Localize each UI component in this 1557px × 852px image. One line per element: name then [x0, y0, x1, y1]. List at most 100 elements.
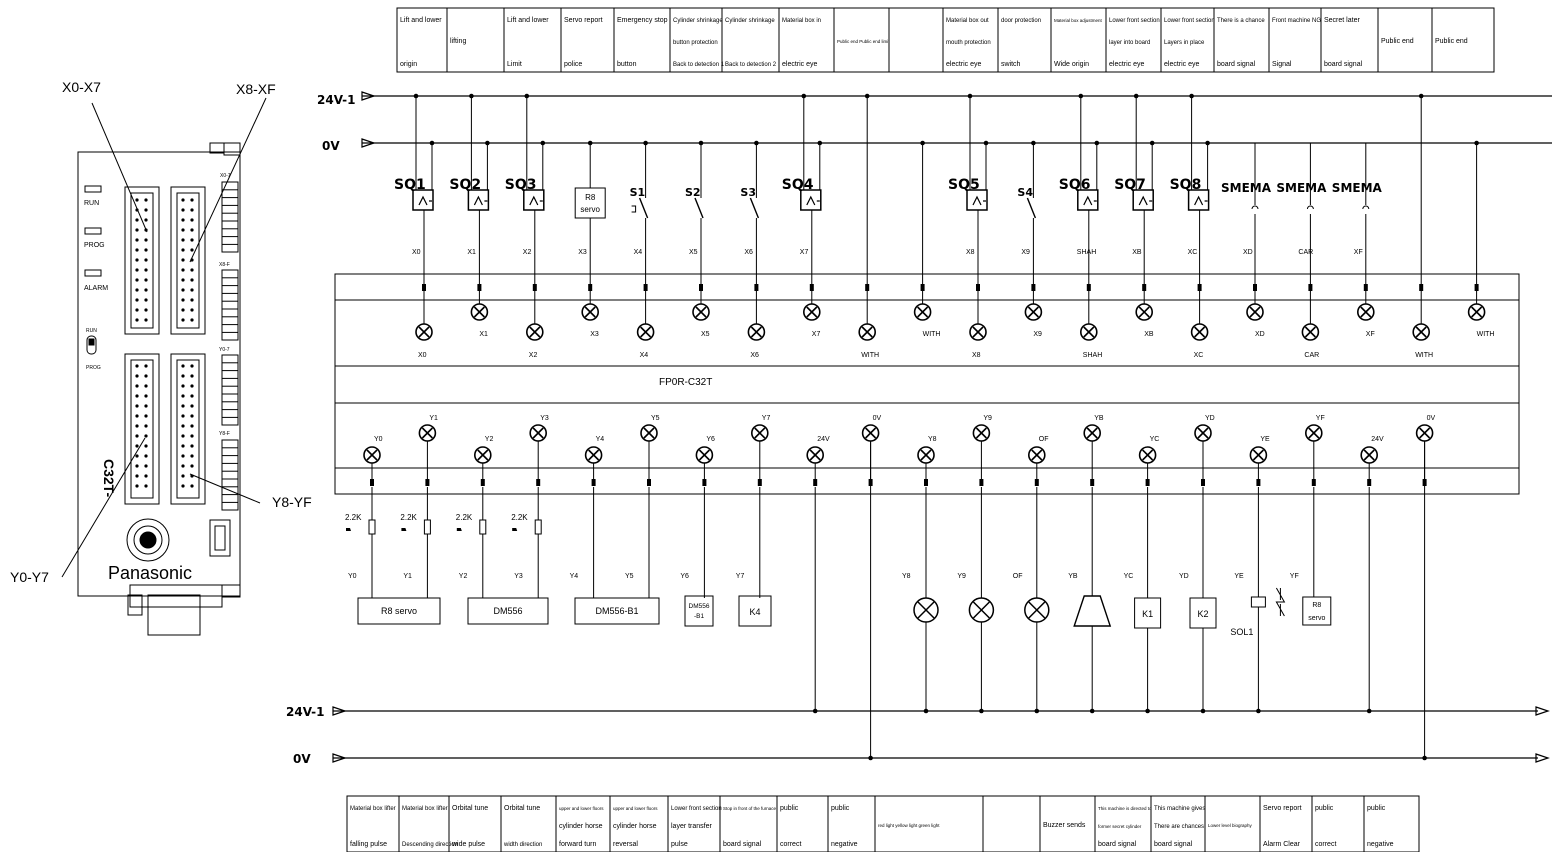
switch-label-prog: PROG [86, 365, 101, 371]
connector-pin [181, 258, 185, 262]
connector-pin [181, 298, 185, 302]
connector-pin [190, 444, 194, 448]
resistor-symbol [423, 519, 431, 535]
ground-glyph [512, 528, 518, 531]
connector-pin [181, 464, 185, 468]
lamp-cross [1028, 601, 1046, 619]
terminal-cross [1360, 306, 1372, 318]
input-signal-label: XD [1243, 249, 1253, 256]
output-signal-label: OF [1013, 573, 1023, 580]
table-cell-text: electric eye [1109, 61, 1145, 68]
table-cell-text: board signal [1154, 841, 1193, 848]
output-signal-label: Y7 [736, 573, 745, 580]
input-terminal-label: X7 [812, 331, 821, 338]
output-terminal-label: YB [1094, 415, 1104, 422]
table-cell-text: There is a chance [1217, 18, 1265, 24]
output-terminal-label: Y8 [928, 436, 937, 443]
input-signal-label: X5 [689, 249, 698, 256]
terminal-cross [698, 449, 710, 461]
terminal-cross [1197, 427, 1209, 439]
proximity-sensor-symbol [800, 189, 822, 211]
ground-glyph [346, 528, 351, 531]
connector-pin [144, 384, 148, 388]
table-cell-text: negative [1367, 841, 1394, 848]
input-signal-label: X9 [1021, 249, 1030, 256]
output-terminal-label: 24V [1371, 436, 1384, 443]
table-cell-text: Limit [507, 61, 522, 68]
connector-pin [181, 394, 185, 398]
connector-pin [144, 278, 148, 282]
plc-model-label: FP0R-C32T [659, 377, 712, 388]
connector-pin [181, 288, 185, 292]
input-signal-label: CAR [1298, 249, 1313, 256]
input-signal-label: X1 [467, 249, 476, 256]
connector-pin [190, 298, 194, 302]
smema-tag: SMEMA [1221, 181, 1272, 195]
terminal-circle [525, 323, 544, 341]
terminal-cross [1138, 306, 1150, 318]
connector-pin [190, 308, 194, 312]
dm556-box [467, 597, 549, 625]
terminal-cross [477, 449, 489, 461]
input-signal-label: X3 [578, 249, 587, 256]
output-terminal-label: Y7 [762, 415, 771, 422]
proximity-sensor-symbol [1077, 189, 1099, 211]
output-terminal-label: Y9 [983, 415, 992, 422]
terminal-circle [692, 303, 710, 321]
table-cell-text: Material box in [782, 18, 821, 24]
switch-tag: S2 [685, 186, 701, 199]
junction-dot [1034, 708, 1040, 714]
table-cell-text: cylinder horse [613, 823, 657, 830]
connector-pin [190, 434, 194, 438]
table-cell-text: Material box out [946, 18, 989, 24]
table-cell-text: upper and lower floors [559, 806, 604, 811]
connector-pin [144, 238, 148, 242]
switch-tag: S3 [740, 186, 756, 199]
plc-module-drawing [77, 142, 241, 636]
connector-pin [144, 404, 148, 408]
junction-dot [1145, 708, 1150, 714]
connector-pin [144, 414, 148, 418]
connector-pin [190, 364, 194, 368]
input-terminal-label: X6 [750, 352, 759, 359]
input-terminal-label: X8 [972, 352, 981, 359]
terminal-cross [588, 449, 600, 461]
table-cell-text: Buzzer sends [1043, 822, 1086, 829]
connector-pin [190, 268, 194, 272]
connector-pin [135, 434, 139, 438]
table-cell-text: origin [400, 61, 417, 68]
junction-dot [868, 755, 873, 761]
output-signal-label: Y0 [348, 573, 357, 580]
table-cell [888, 7, 944, 73]
terminal-cross [809, 449, 821, 461]
terminal-circle [858, 323, 877, 341]
output-terminal-label: Y3 [540, 415, 549, 422]
terminal-cross [1142, 449, 1154, 461]
sensor-tag: SQ3 [505, 177, 537, 193]
sensor-tag: SQ1 [394, 177, 426, 193]
switch-contact [749, 197, 760, 219]
connector-pin [144, 464, 148, 468]
table-cell-text: Material box adjustment [1054, 18, 1103, 23]
table-cell-text: public [1315, 805, 1334, 812]
connector-pin [135, 308, 139, 312]
terminal-cross [643, 427, 655, 439]
table-cell-text: Back to detection 1 [673, 62, 725, 68]
terminal-circle [1412, 323, 1430, 341]
terminal-circle [1024, 303, 1043, 321]
input-signal-label: X8 [966, 249, 975, 256]
k4-label: K4 [749, 607, 760, 617]
connector-pin [144, 258, 148, 262]
table-cell-text: electric eye [946, 61, 982, 68]
connector-pin [135, 238, 139, 242]
connector-pin [181, 218, 185, 222]
table-cell-text: width direction [503, 842, 542, 848]
table-cell-text: Servo report [1263, 805, 1302, 812]
connector-pin [144, 218, 148, 222]
table-cell-text: public [780, 805, 799, 812]
output-terminal-label: Y0 [374, 436, 383, 443]
connector-pin [144, 248, 148, 252]
table-cell [1363, 795, 1420, 852]
terminal-circle [747, 323, 766, 341]
